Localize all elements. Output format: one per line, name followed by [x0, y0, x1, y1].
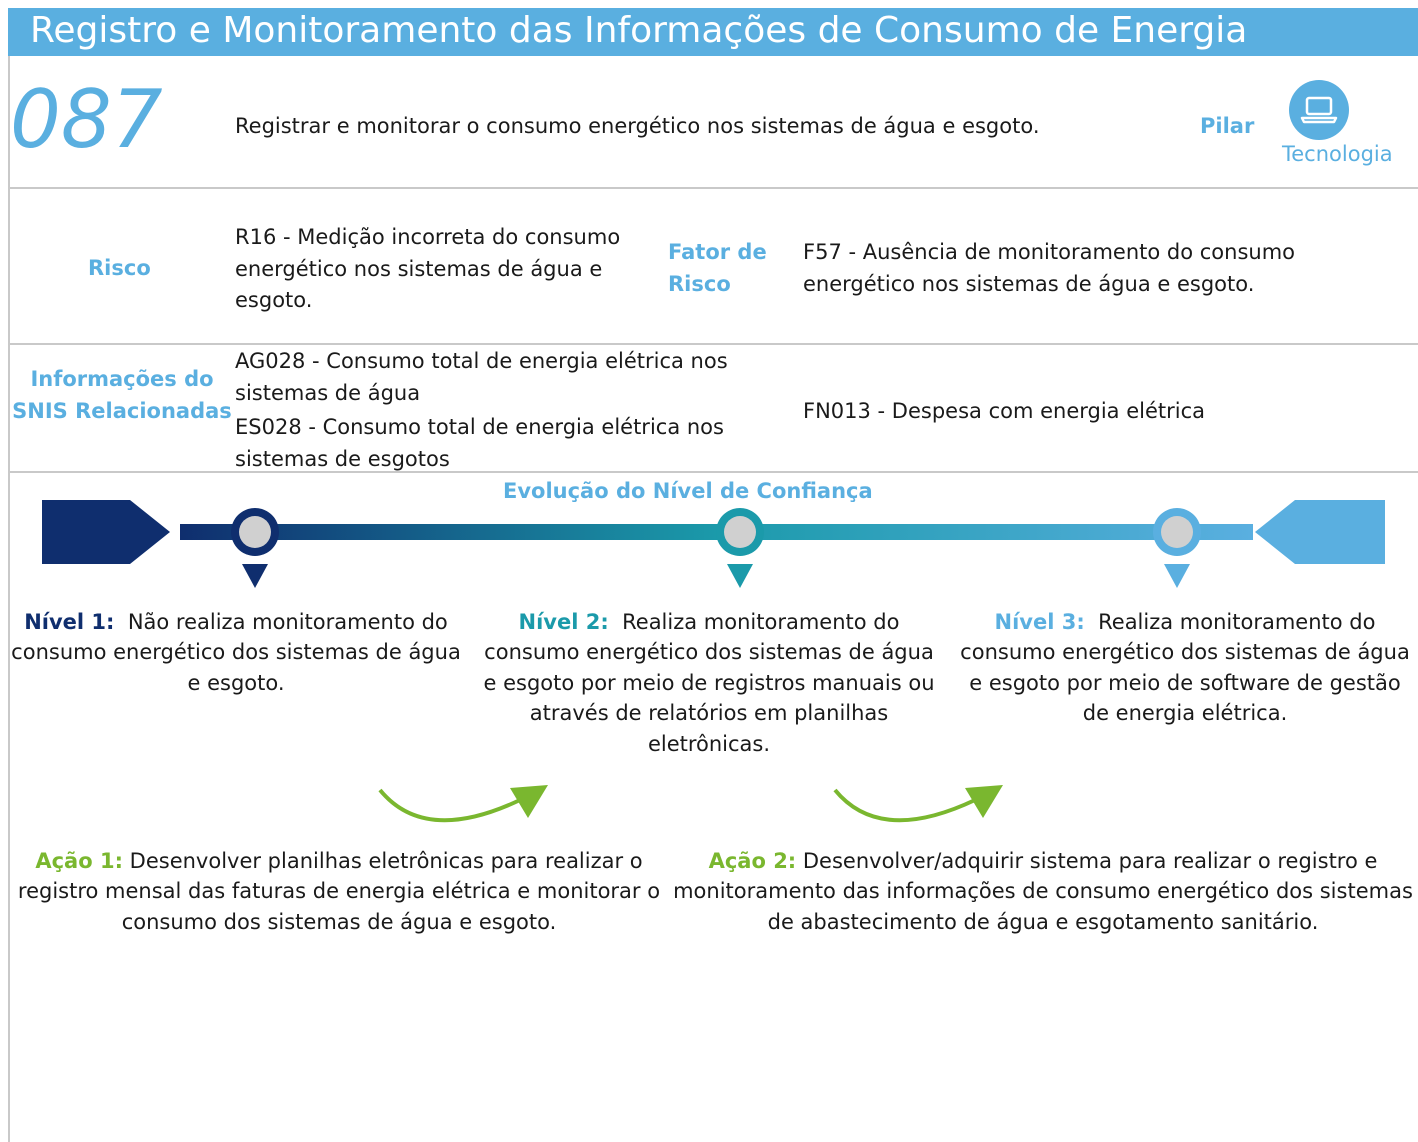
laptop-icon: [1289, 80, 1349, 140]
divider: [8, 471, 1418, 473]
risk-factor-text: F57 - Ausência de monitoramento do consu…: [803, 240, 1296, 296]
level-2-pointer: [727, 564, 753, 588]
divider: [8, 187, 1418, 189]
pilar-label: Pilar: [1200, 114, 1255, 138]
page-title: Registro e Monitoramento das Informações…: [30, 10, 1248, 51]
action-1-label: Ação 1:: [35, 849, 123, 873]
level-1-pointer: [242, 564, 268, 588]
practice-number: 087: [10, 73, 163, 166]
snis-item-es028: ES028 - Consumo total de energia elétric…: [235, 415, 724, 471]
snis-label: Informações do SNIS Relacionadas: [12, 367, 232, 423]
pilar-value: Tecnologia: [1282, 142, 1393, 166]
left-border: [8, 56, 10, 1142]
level-1-text: Não realiza monitoramento do consumo ene…: [11, 610, 461, 695]
action-2-label: Ação 2:: [708, 849, 797, 873]
confidence-timeline: [42, 500, 1385, 588]
risk-factor-label: Fator de Risco: [668, 240, 767, 296]
level-3-description: Nível 3: Realiza monitoramento do consum…: [955, 607, 1415, 729]
level-1-label: Nível 1:: [24, 610, 115, 634]
level-1-description: Nível 1: Não realiza monitoramento do co…: [2, 607, 470, 698]
objective-text: Registrar e monitorar o consumo energéti…: [235, 114, 1040, 138]
risk-label: Risco: [88, 256, 151, 280]
action-1-text: Desenvolver planilhas eletrônicas para r…: [17, 849, 661, 934]
action-2-text: Desenvolver/adquirir sistema para realiz…: [673, 849, 1413, 934]
snis-item-fn013: FN013 - Despesa com energia elétrica: [803, 399, 1206, 423]
end-arrow: [1255, 500, 1385, 564]
level-2-text: Realiza monitoramento do consumo energét…: [483, 610, 935, 756]
curved-arrow-icon: [378, 785, 548, 823]
level-3-pointer: [1164, 564, 1190, 588]
level-2-label: Nível 2:: [518, 610, 609, 634]
title-bar: [8, 8, 1418, 56]
level-3-label: Nível 3:: [994, 610, 1085, 634]
action-2: Ação 2: Desenvolver/adquirir sistema par…: [668, 846, 1418, 937]
start-arrow: [42, 500, 170, 564]
curved-arrow-icon: [833, 785, 1003, 823]
risk-text: R16 - Medição incorreta do consumo energ…: [235, 225, 621, 312]
level-3-text: Realiza monitoramento do consumo energét…: [960, 610, 1410, 726]
action-1: Ação 1: Desenvolver planilhas eletrônica…: [8, 846, 670, 937]
level-2-description: Nível 2: Realiza monitoramento do consum…: [478, 607, 940, 759]
evolution-title: Evolução do Nível de Confiança: [503, 479, 873, 503]
divider: [8, 343, 1418, 345]
snis-item-ag028: AG028 - Consumo total de energia elétric…: [235, 349, 728, 405]
